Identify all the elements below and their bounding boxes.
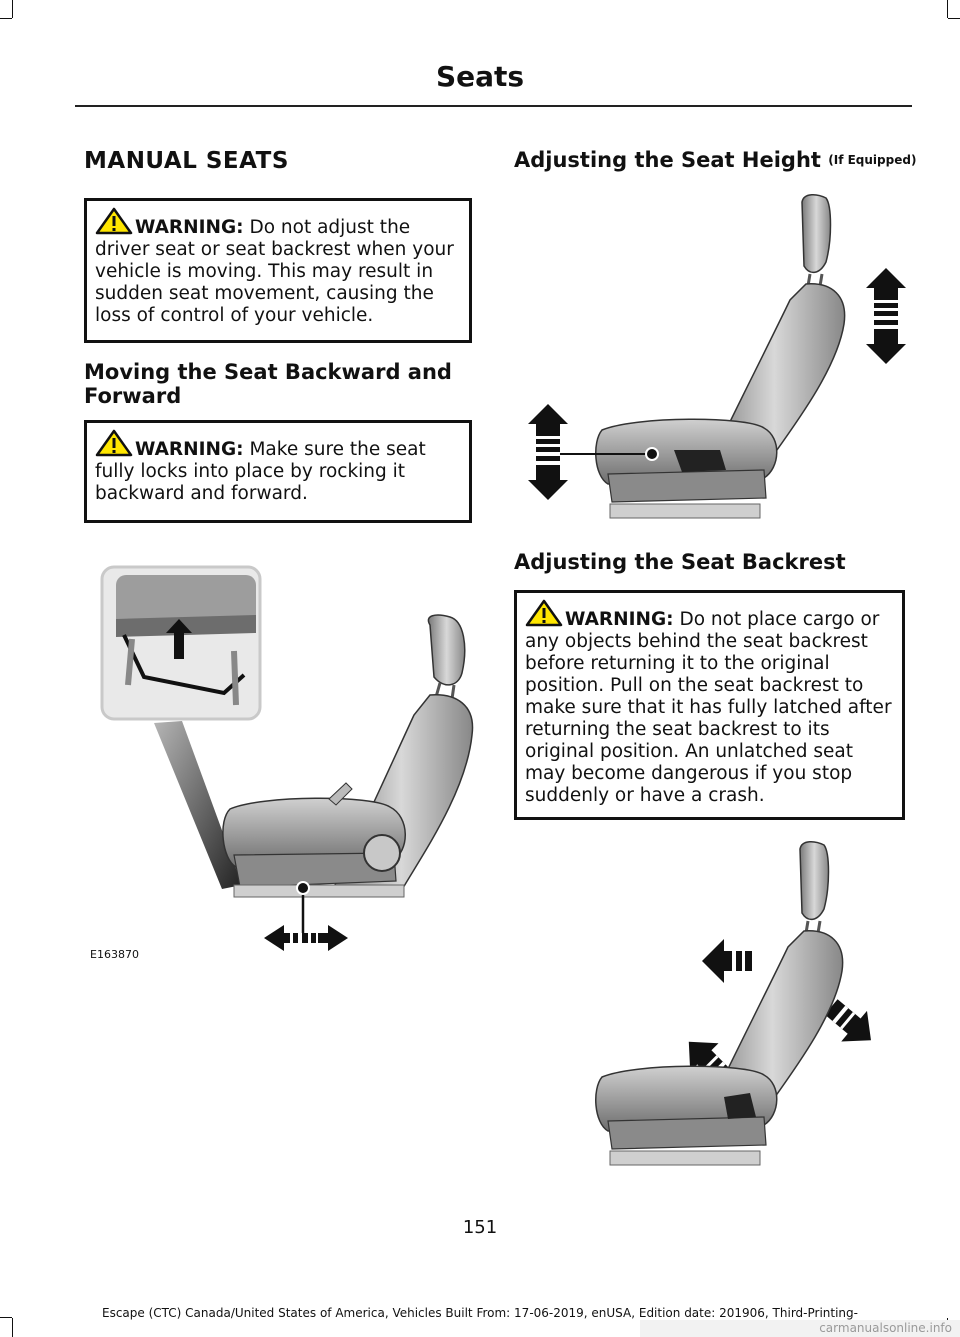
subsection-title-moving-seat: Moving the Seat Backward and Forward <box>84 360 452 408</box>
warning-label: WARNING: <box>565 609 674 630</box>
warning-label: WARNING: <box>135 217 244 238</box>
warning-triangle-icon <box>525 599 563 627</box>
crop-mark <box>12 1318 13 1337</box>
page-header-title: Seats <box>435 60 525 93</box>
page-number: 151 <box>462 1217 498 1238</box>
crop-mark <box>947 0 948 18</box>
warning-label: WARNING: <box>135 439 244 460</box>
footer-edition-info: Escape (CTC) Canada/United States of Ame… <box>102 1306 858 1320</box>
warning-triangle-icon <box>95 207 133 235</box>
seat-height-illustration <box>528 194 906 519</box>
crop-mark <box>0 18 12 19</box>
warning-triangle-icon <box>95 429 133 457</box>
warning-box-backrest: WARNING: Do not place cargo or any objec… <box>514 590 905 820</box>
seat-fore-aft-illustration <box>100 565 474 951</box>
warning-text: Make sure the seat fully locks into plac… <box>95 439 426 504</box>
subsection-title-seat-height: Adjusting the Seat Height (If Equipped) <box>514 148 916 172</box>
warning-text: Do not place cargo or any objects behind… <box>525 609 892 806</box>
if-equipped-note: (If Equipped) <box>828 153 917 167</box>
crop-mark <box>12 0 13 18</box>
warning-box-adjust-driver: WARNING: Do not adjust the driver seat o… <box>84 198 472 343</box>
header-divider <box>75 105 912 107</box>
subsection-title-seat-backrest: Adjusting the Seat Backrest <box>514 550 846 574</box>
seat-backrest-illustration <box>595 841 871 1166</box>
watermark: carmanualsonline.info <box>640 1320 960 1337</box>
warning-box-seat-locks: WARNING: Make sure the seat fully locks … <box>84 420 472 523</box>
seat-height-title: Adjusting the Seat Height <box>514 148 821 172</box>
figure-code: E163870 <box>90 948 139 961</box>
section-title-manual-seats: MANUAL SEATS <box>84 148 289 174</box>
crop-mark <box>948 18 960 19</box>
warning-text: Do not adjust the driver seat or seat ba… <box>95 217 454 326</box>
crop-mark <box>0 1317 12 1318</box>
